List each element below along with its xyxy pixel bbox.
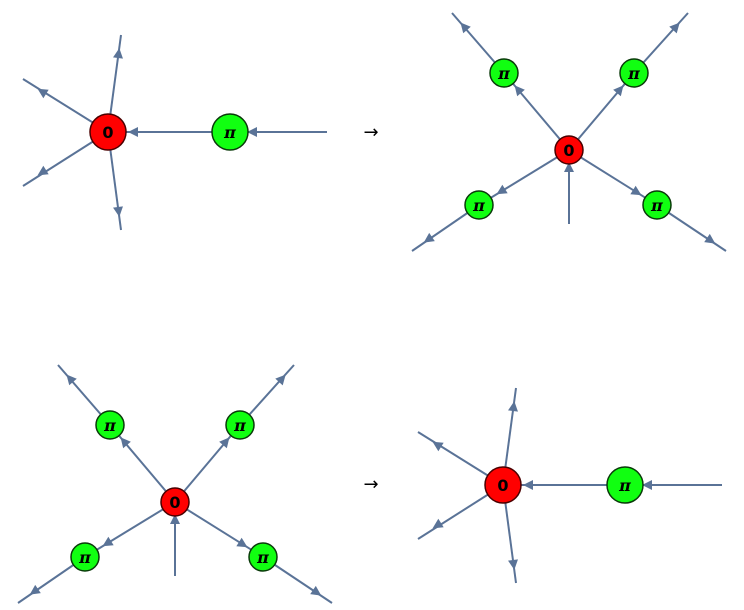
node-label: π <box>497 64 510 83</box>
node-label: 0 <box>102 123 113 142</box>
edge <box>478 149 570 206</box>
green-node <box>248 542 278 572</box>
edge-arrow <box>613 85 624 97</box>
edge-arrow <box>496 184 508 195</box>
edge-arrow <box>423 232 435 243</box>
edge-arrow <box>460 22 471 34</box>
edge-arrow <box>669 22 680 34</box>
red-node <box>554 135 584 165</box>
edge-arrow <box>704 233 716 244</box>
red-node <box>484 466 522 504</box>
edge <box>174 424 241 503</box>
rewrite-arrow: → <box>363 122 378 143</box>
rule-2-rhs: 0 π <box>417 387 722 584</box>
rule-1-lhs: 0 π <box>22 34 327 231</box>
edge-arrow <box>120 437 131 449</box>
edge-arrow <box>564 162 574 172</box>
edge-arrow <box>432 518 444 529</box>
node-label: 0 <box>563 141 574 160</box>
edge <box>174 501 264 558</box>
edge-arrow <box>37 88 49 99</box>
green-node <box>464 190 494 220</box>
green-node <box>211 113 249 151</box>
green-node <box>95 410 125 440</box>
edge <box>84 501 176 558</box>
green-node <box>606 466 644 504</box>
edge-arrow <box>630 185 642 196</box>
green-node <box>642 190 672 220</box>
node-label: 0 <box>497 476 508 495</box>
red-node <box>89 113 127 151</box>
edge-arrow <box>66 374 77 386</box>
node-label: 0 <box>169 493 180 512</box>
edge-arrow <box>247 127 257 137</box>
node-label: π <box>650 196 663 215</box>
edge-arrow <box>523 480 533 490</box>
green-node <box>489 58 519 88</box>
node-label: π <box>78 548 91 567</box>
rule-2-lhs: 0 π π π π <box>17 364 333 604</box>
edge-arrow <box>310 585 322 596</box>
edge <box>503 72 570 151</box>
edge-arrow <box>113 206 123 217</box>
node-label: π <box>223 123 236 142</box>
node-label: π <box>233 416 246 435</box>
edge-arrow <box>102 536 114 547</box>
edge-arrow <box>642 480 652 490</box>
green-node <box>70 542 100 572</box>
edge-arrow <box>514 85 525 97</box>
edge-arrow <box>275 374 286 386</box>
edge-arrow <box>113 48 123 59</box>
edge-arrow <box>37 165 49 176</box>
edge-arrow <box>508 559 518 570</box>
edge <box>568 149 658 206</box>
green-node <box>225 410 255 440</box>
node-label: π <box>627 64 640 83</box>
edge-arrow <box>236 537 248 548</box>
green-node <box>619 58 649 88</box>
edge <box>109 424 176 503</box>
edge-arrow <box>219 437 230 449</box>
edge-arrow <box>29 584 41 595</box>
edge-arrow <box>170 514 180 524</box>
rewrite-arrow: → <box>363 474 378 495</box>
node-label: π <box>256 548 269 567</box>
edge <box>568 72 635 151</box>
edge-arrow <box>508 401 518 412</box>
red-node <box>160 487 190 517</box>
node-label: π <box>103 416 116 435</box>
edge-arrow <box>128 127 138 137</box>
node-label: π <box>472 196 485 215</box>
rule-1-rhs: 0 π π π π <box>411 12 727 252</box>
node-label: π <box>618 476 631 495</box>
edge-arrow <box>432 441 444 452</box>
